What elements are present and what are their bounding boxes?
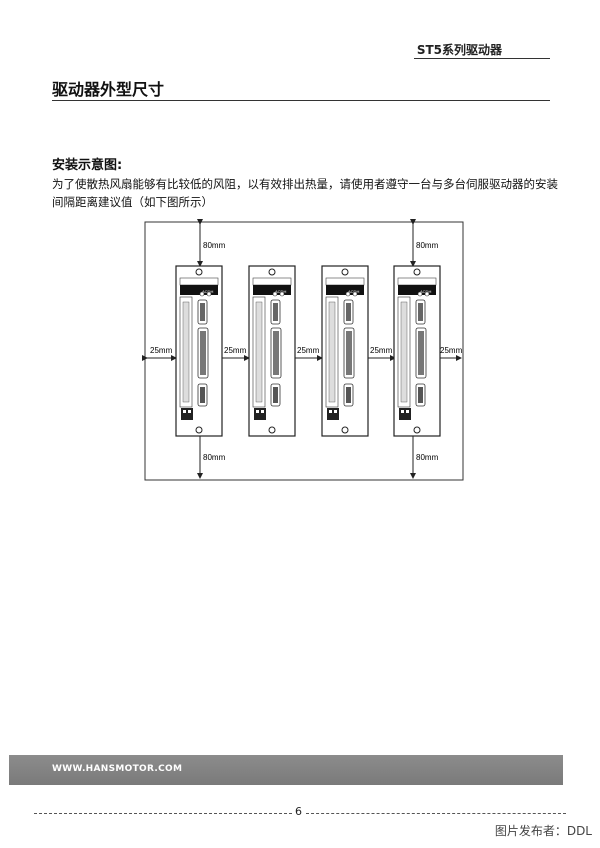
footer-dash-right xyxy=(306,813,566,814)
page-number: 6 xyxy=(295,805,302,818)
unit-model-label: ACDH xyxy=(420,289,431,294)
footer-url[interactable]: WWW.HANSMOTOR.COM xyxy=(52,764,183,774)
unit-model-label: ACDH xyxy=(348,289,359,294)
gap-2-label: 25mm xyxy=(224,346,247,355)
top-left-label: 80mm xyxy=(203,241,226,250)
bottom-right-label: 80mm xyxy=(416,453,439,462)
watermark: 图片发布者：DDL xyxy=(494,824,592,838)
gap-1-label: 25mm xyxy=(150,346,173,355)
servo-drive-unit-2: ACDH xyxy=(248,265,296,437)
page-title: 驱动器外型尺寸 xyxy=(52,80,165,99)
footer-dash-left xyxy=(34,813,292,814)
bottom-left-label: 80mm xyxy=(203,453,226,462)
header-title: ST5系列驱动器 xyxy=(416,43,502,57)
unit-model-label: ACDH xyxy=(202,289,213,294)
clearance-boundary xyxy=(144,221,464,481)
header-rule xyxy=(414,58,550,59)
section-paragraph: 为了使散热风扇能够有比较低的风阻，以有效排出热量，请使用者遵守一台与多台伺服驱动… xyxy=(52,177,558,209)
title-rule xyxy=(52,100,550,101)
servo-drive-unit-4: ACDH xyxy=(393,265,441,437)
footer-bar xyxy=(9,755,563,785)
servo-drive-unit-1: ACDH xyxy=(175,265,223,437)
gap-3-label: 25mm xyxy=(297,346,320,355)
gap-5-label: 25mm xyxy=(440,346,463,355)
section-heading: 安装示意图: xyxy=(52,158,123,173)
servo-drive-unit-3: ACDH xyxy=(321,265,369,437)
gap-4-label: 25mm xyxy=(370,346,393,355)
top-right-label: 80mm xyxy=(416,241,439,250)
unit-model-label: ACDH xyxy=(275,289,286,294)
